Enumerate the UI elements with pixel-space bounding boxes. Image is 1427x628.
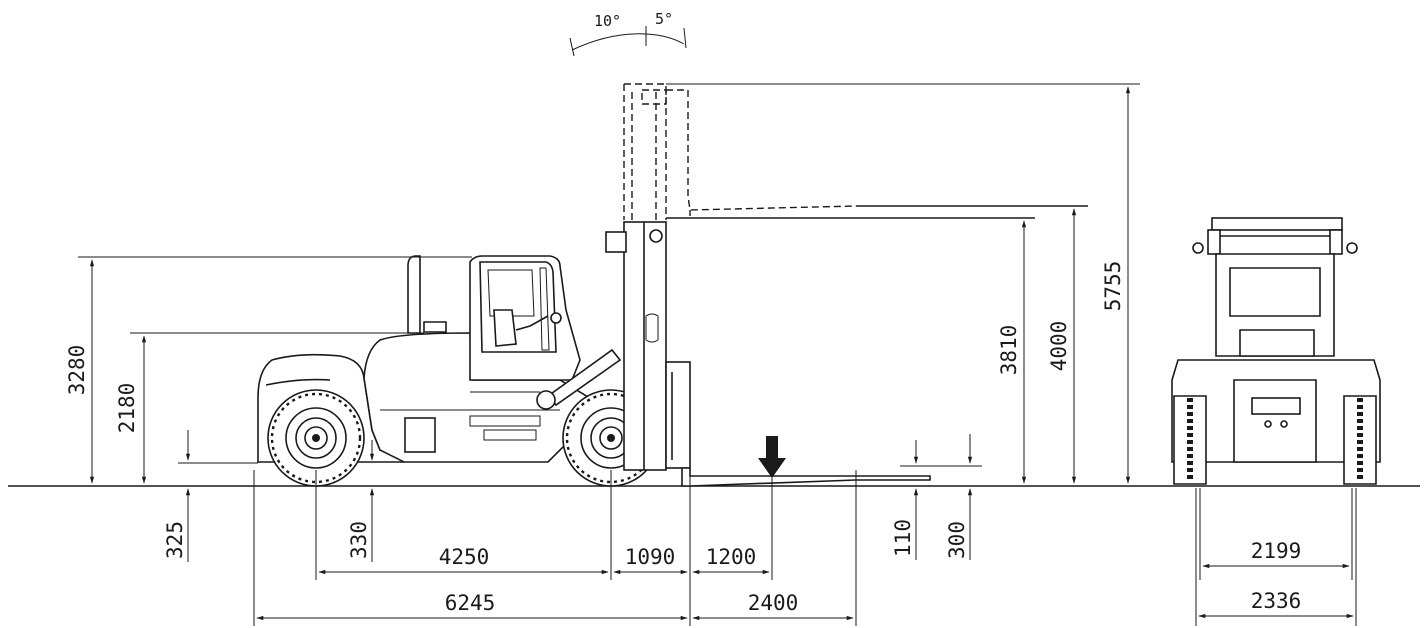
dim-fork-length: 2400 — [748, 591, 799, 615]
side-view — [257, 83, 1088, 487]
dim-free-lift: 300 — [945, 521, 969, 559]
dim-seat-height: 2180 — [115, 383, 139, 434]
dim-load-center: 1200 — [706, 545, 757, 569]
dim-mast-extended-height: 5755 — [1101, 261, 1125, 312]
tilt-forward-label: 10° — [594, 12, 621, 30]
dim-fork-thickness: 110 — [891, 519, 915, 557]
front-view — [1171, 217, 1381, 485]
rear-wheel — [267, 389, 365, 487]
dim-front-overhang: 1090 — [625, 545, 676, 569]
tilt-backward-label: 5° — [655, 10, 673, 28]
dim-overall-length: 6245 — [445, 591, 496, 615]
dim-ground-clearance-chassis: 325 — [163, 521, 187, 559]
dim-overall-width: 2336 — [1251, 589, 1302, 613]
load-center-arrow — [758, 436, 786, 478]
dim-lift-height: 4000 — [1047, 321, 1071, 372]
dim-tread-width: 2199 — [1251, 539, 1302, 563]
dim-ground-clearance-frame: 330 — [347, 521, 371, 559]
dim-overall-height-cab: 3280 — [65, 345, 89, 396]
dim-mast-lowered-height: 3810 — [997, 325, 1021, 376]
dim-wheelbase: 4250 — [439, 545, 490, 569]
